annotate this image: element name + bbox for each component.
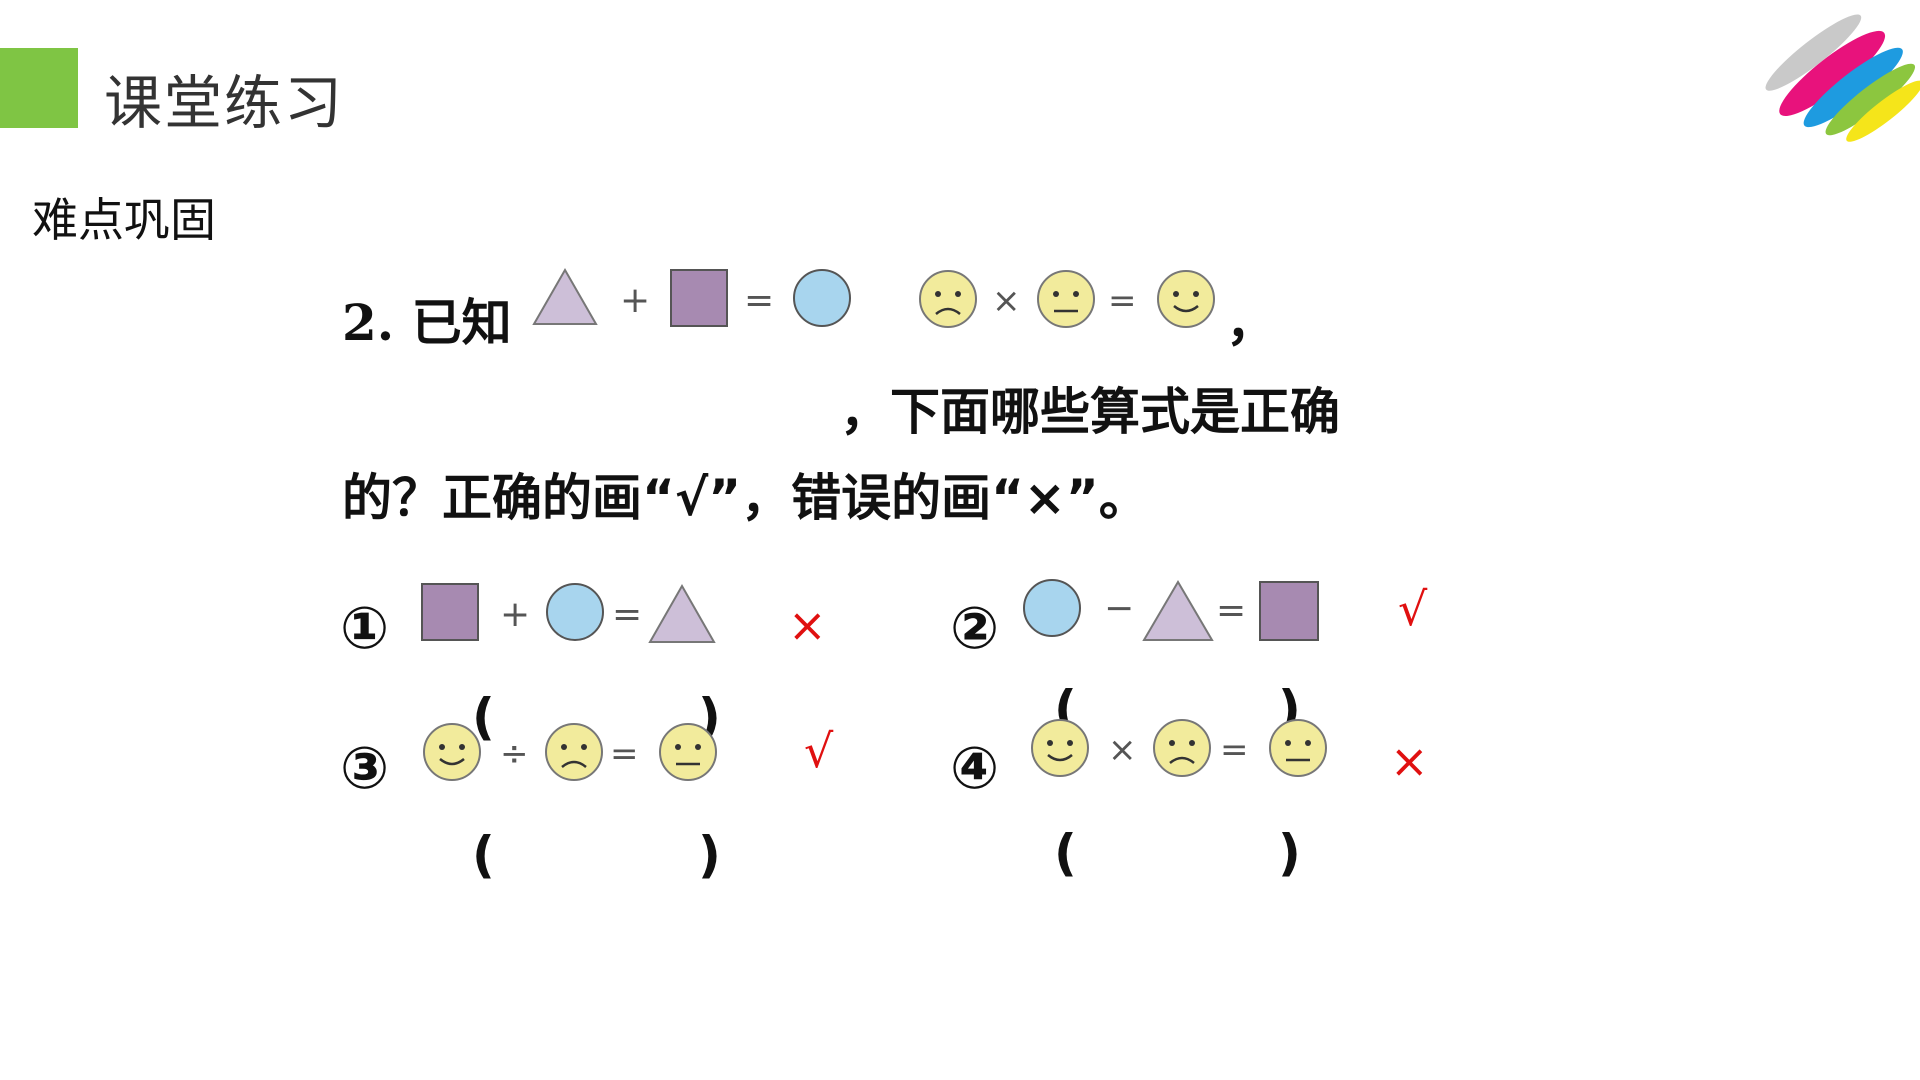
sad-face-icon bbox=[545, 723, 603, 781]
svg-text:=: = bbox=[1220, 730, 1249, 770]
svg-text:+: + bbox=[500, 594, 530, 635]
neutral-face-icon bbox=[1037, 270, 1095, 328]
svg-text:−: − bbox=[1104, 588, 1134, 629]
item-4-equation: × = bbox=[1031, 719, 1327, 777]
svg-text:×: × bbox=[1108, 730, 1137, 770]
svg-text:+: + bbox=[620, 280, 650, 321]
neutral-face-icon bbox=[1269, 719, 1327, 777]
item-4-right-paren: ) bbox=[1278, 824, 1301, 882]
item-3-equation: ÷ = bbox=[423, 723, 717, 781]
item-3-right-paren: ) bbox=[698, 826, 721, 884]
sad-face-icon bbox=[1153, 719, 1211, 777]
circle-icon bbox=[793, 269, 851, 327]
given-equation-1: + = bbox=[532, 267, 851, 327]
question-number: 2. bbox=[342, 293, 395, 352]
section-subtitle: 难点巩固 bbox=[32, 193, 216, 247]
item-2-equation: − = bbox=[1023, 579, 1319, 641]
square-icon bbox=[670, 269, 728, 327]
triangle-icon bbox=[648, 583, 716, 643]
happy-face-icon bbox=[1031, 719, 1089, 777]
sad-face-icon bbox=[919, 270, 977, 328]
item-3-left-paren: ( bbox=[472, 826, 495, 884]
svg-text:=: = bbox=[612, 594, 642, 635]
item-1-equation: + = bbox=[421, 583, 716, 643]
svg-text:=: = bbox=[610, 734, 639, 774]
happy-face-icon bbox=[423, 723, 481, 781]
question-comma: ， bbox=[1226, 294, 1276, 352]
given-equation-2: × = bbox=[919, 270, 1215, 328]
item-1-mark: × bbox=[788, 598, 827, 652]
brand-logo-icon bbox=[1765, 14, 1920, 142]
svg-text:×: × bbox=[992, 281, 1021, 321]
question-line-1: 2. 已知 bbox=[342, 283, 512, 355]
title-accent-block bbox=[0, 48, 78, 128]
svg-text:÷: ÷ bbox=[500, 734, 529, 774]
square-icon bbox=[421, 583, 479, 641]
item-1-left-paren: ( bbox=[472, 688, 495, 746]
item-4-mark: × bbox=[1390, 734, 1429, 788]
triangle-icon bbox=[1142, 580, 1214, 641]
item-4-left-paren: ( bbox=[1054, 824, 1077, 882]
question-line-3: 的？正确的画“√”，错误的画“×”。 bbox=[342, 469, 1149, 527]
page-title: 课堂练习 bbox=[104, 69, 345, 137]
item-2-mark: √ bbox=[1398, 582, 1428, 636]
item-2-label: ② bbox=[950, 594, 1000, 662]
question-line-2: ，下面哪些算式是正确 bbox=[840, 383, 1340, 441]
circle-icon bbox=[1023, 579, 1081, 637]
known-label: 已知 bbox=[411, 294, 512, 352]
neutral-face-icon bbox=[659, 723, 717, 781]
item-4-label: ④ bbox=[950, 734, 1000, 802]
svg-text:=: = bbox=[1216, 590, 1246, 631]
svg-text:=: = bbox=[1108, 281, 1137, 321]
item-3-label: ③ bbox=[340, 734, 390, 802]
circle-icon bbox=[546, 583, 604, 641]
square-icon bbox=[1259, 581, 1319, 641]
item-1-label: ① bbox=[340, 594, 390, 662]
svg-text:=: = bbox=[744, 280, 774, 321]
triangle-icon bbox=[532, 267, 598, 325]
item-3-mark: √ bbox=[804, 724, 834, 778]
happy-face-icon bbox=[1157, 270, 1215, 328]
